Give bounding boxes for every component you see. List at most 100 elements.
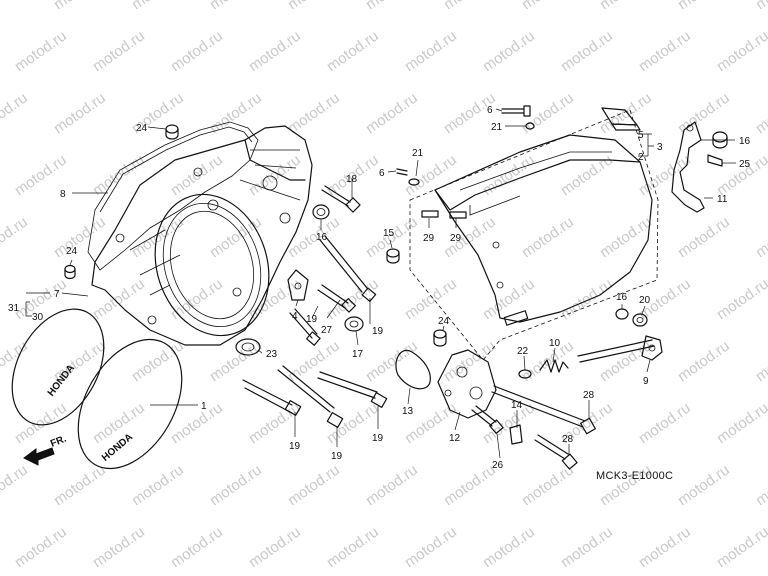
callout-25: 25	[739, 159, 751, 170]
gearshift-arm	[671, 121, 705, 213]
sprocket-cover	[409, 109, 659, 361]
watermark-text: motod.ru	[441, 461, 499, 509]
callout-31: 31	[8, 303, 20, 314]
callout-29: 29	[423, 233, 435, 244]
watermark-text: motod.ru	[636, 27, 694, 75]
watermark-text: motod.ru	[675, 337, 733, 385]
watermark-text: motod.ru	[207, 0, 265, 13]
watermark-text: motod.ru	[90, 523, 148, 571]
watermark-text: motod.ru	[285, 89, 343, 137]
callout-19: 19	[289, 441, 301, 452]
watermark-text: motod.ru	[285, 461, 343, 509]
bolt-25	[707, 154, 723, 167]
callout-26: 26	[492, 460, 504, 471]
callout-7: 7	[54, 289, 60, 300]
callout-16: 16	[316, 232, 328, 243]
collar-16-right	[712, 131, 728, 149]
dowel-pin-top	[165, 124, 179, 140]
dowel-pin-left	[64, 264, 76, 280]
forward-label: FR.	[49, 433, 68, 449]
callout-24: 24	[136, 123, 148, 134]
watermark-text: motod.ru	[168, 523, 226, 571]
watermark-text: motod.ru	[753, 89, 768, 137]
watermark-text: motod.ru	[558, 27, 616, 75]
bolt-18	[321, 185, 361, 213]
watermark-text: motod.ru	[597, 213, 655, 261]
left-crankcase-cover	[87, 121, 313, 346]
clutch-lifter	[437, 349, 497, 419]
watermark-text: motod.ru	[714, 27, 768, 75]
callout-19: 19	[331, 451, 343, 462]
watermark-text: motod.ru	[636, 399, 694, 447]
watermark-text: motod.ru	[402, 27, 460, 75]
callout-16: 16	[739, 136, 751, 147]
watermark-text: motod.ru	[0, 89, 31, 137]
watermark-text: motod.ru	[636, 523, 694, 571]
leader-lines	[25, 108, 736, 459]
callout-20: 20	[639, 295, 651, 306]
watermark-text: motod.ru	[51, 461, 109, 509]
dowel-pin-center	[433, 329, 447, 347]
watermark-text: motod.ru	[480, 523, 538, 571]
watermark-text: motod.ru	[324, 523, 382, 571]
watermark-text: motod.ru	[168, 151, 226, 199]
callout-28: 28	[583, 390, 595, 401]
grommet-17	[344, 316, 364, 332]
watermark-text: motod.ru	[714, 523, 768, 571]
callout-3: 3	[657, 142, 663, 153]
watermark-text: motod.ru	[519, 89, 577, 137]
watermark-text: motod.ru	[12, 523, 70, 571]
watermark-text: motod.ru	[51, 89, 109, 137]
watermark-text: motod.ru	[675, 0, 733, 13]
callout-16: 16	[616, 292, 628, 303]
callout-24: 24	[66, 246, 78, 257]
watermark-text: motod.ru	[12, 27, 70, 75]
callout-12: 12	[449, 433, 461, 444]
callout-28: 28	[562, 434, 574, 445]
watermark-text: motod.ru	[129, 213, 187, 261]
callout-6: 6	[487, 105, 493, 116]
collar-15	[386, 248, 400, 264]
cover-emblem-part	[601, 107, 641, 131]
watermark-text: motod.ru	[168, 399, 226, 447]
watermark-text: motod.ru	[129, 461, 187, 509]
bearing-20	[632, 313, 648, 327]
callout-21: 21	[412, 148, 424, 159]
callout-2: 2	[638, 152, 644, 163]
watermark-text: motod.ru	[0, 0, 31, 13]
callout-10: 10	[549, 338, 561, 349]
watermark-text: motod.ru	[714, 275, 768, 323]
watermark-text: motod.ru	[519, 0, 577, 13]
callout-18: 18	[346, 174, 358, 185]
callout-24: 24	[438, 316, 450, 327]
bearing-23	[235, 338, 261, 356]
seal-16-right	[615, 308, 629, 320]
callout-9: 9	[643, 376, 649, 387]
clutch-lifter-arm	[577, 335, 663, 363]
forward-arrow-icon: FR.	[23, 433, 68, 466]
watermark-text: motod.ru	[753, 213, 768, 261]
watermark-text: motod.ru	[363, 0, 421, 13]
watermark-text: motod.ru	[90, 151, 148, 199]
screw-6-mid	[396, 168, 420, 186]
watermark-text: motod.ru	[207, 213, 265, 261]
watermark-text: motod.ru	[168, 27, 226, 75]
watermark-text: motod.ru	[753, 337, 768, 385]
callout-1: 1	[201, 401, 207, 412]
watermark-text: motod.ru	[480, 27, 538, 75]
callout-19: 19	[372, 433, 384, 444]
watermark-text: motod.ru	[246, 151, 304, 199]
watermark-text: motod.ru	[402, 275, 460, 323]
callout-14: 14	[511, 400, 523, 411]
rubber-pads	[421, 210, 467, 219]
callout-27: 27	[321, 325, 333, 336]
watermark-text: motod.ru	[441, 0, 499, 13]
callout-19: 19	[372, 326, 384, 337]
watermark-text: motod.ru	[363, 461, 421, 509]
diagram-code: MCK3-E1000C	[596, 470, 673, 482]
watermark-text: motod.ru	[129, 337, 187, 385]
bolt-26	[471, 405, 504, 435]
watermark-text: motod.ru	[246, 27, 304, 75]
